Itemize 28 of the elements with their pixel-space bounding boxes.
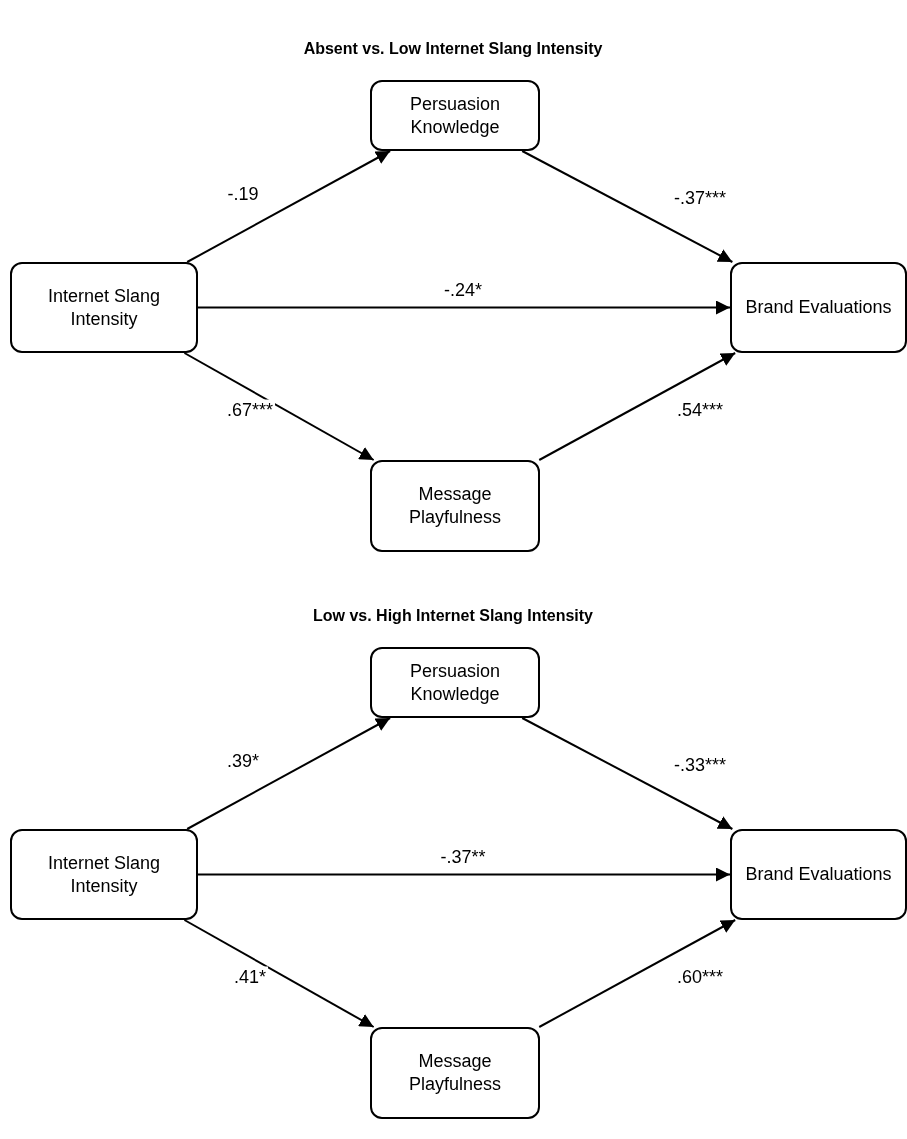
variable-box [10, 829, 198, 920]
variable-box [730, 829, 907, 920]
variable-box [730, 262, 907, 353]
arrow [521, 150, 734, 263]
panel-heading: Absent vs. Low Internet Slang Intensity [303, 40, 603, 58]
arrow [197, 867, 731, 882]
arrow [183, 919, 375, 1028]
variable-name: Persuasion Knowledge [408, 92, 502, 139]
arrow [183, 352, 375, 461]
arrow [538, 919, 737, 1028]
variable-name: Message Playfulness [407, 1050, 503, 1096]
variable-box [10, 262, 198, 353]
variable-box [370, 647, 540, 718]
variable-box [370, 460, 540, 552]
arrow [197, 300, 731, 315]
variable-name: Internet Slang Intensity [46, 851, 162, 898]
variable-name: Persuasion Knowledge [408, 659, 502, 706]
arrow [186, 717, 392, 830]
variable-name: Message Playfulness [407, 483, 503, 529]
arrow [521, 717, 734, 830]
variable-name: Brand Evaluations [745, 863, 892, 886]
panel-heading: Low vs. High Internet Slang Intensity [313, 607, 593, 625]
arrow [186, 150, 392, 263]
variable-name: Brand Evaluations [745, 296, 892, 319]
variable-box [370, 80, 540, 151]
arrow [538, 352, 737, 461]
variable-box [370, 1027, 540, 1119]
variable-name: Internet Slang Intensity [46, 284, 162, 331]
